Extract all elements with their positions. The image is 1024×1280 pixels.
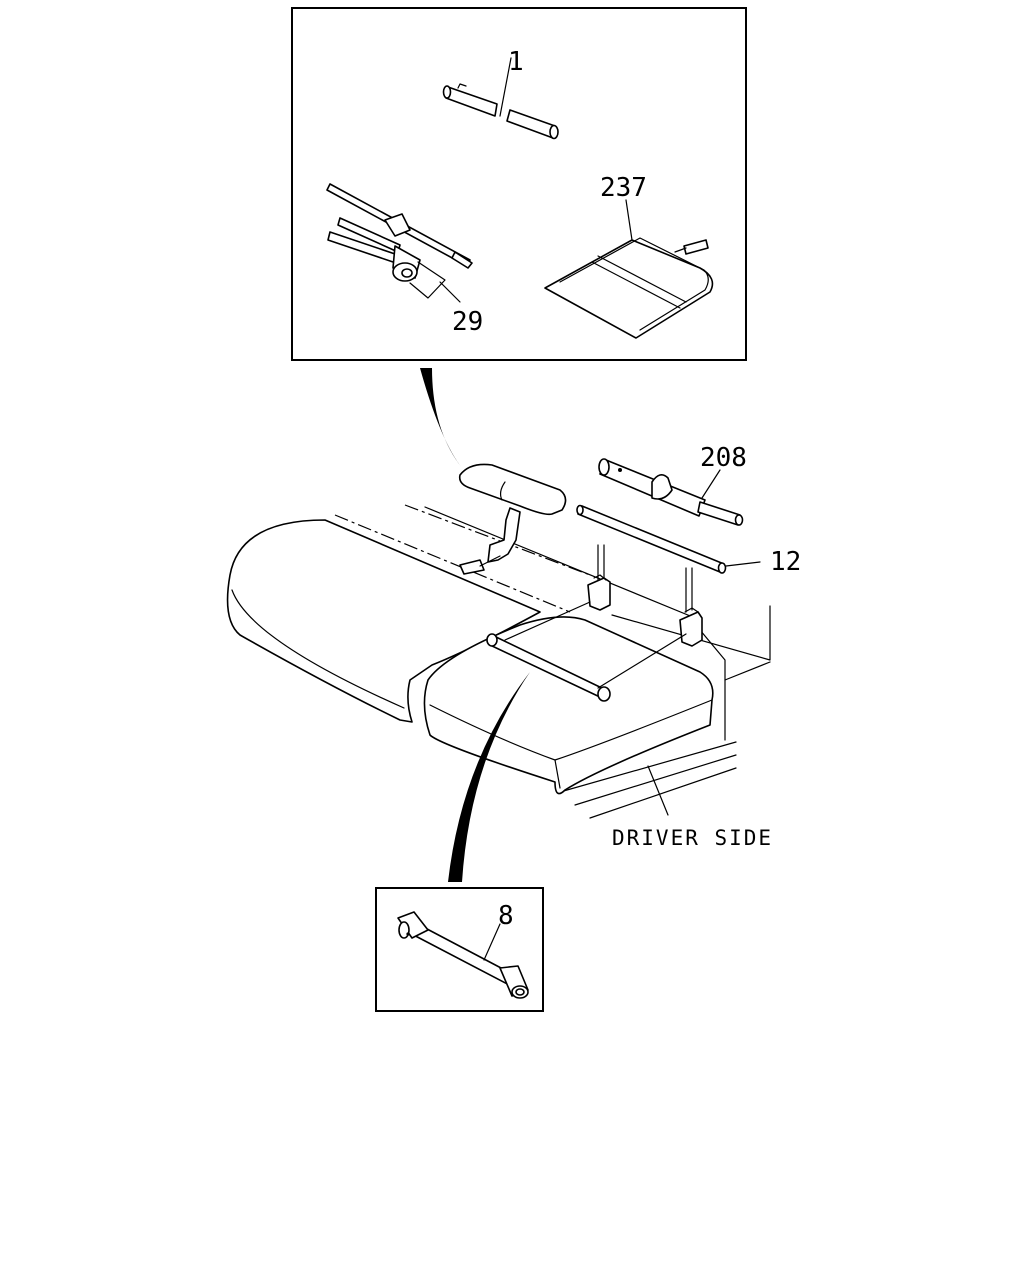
belt-bracket [459, 507, 521, 575]
label-part-12: 12 [770, 547, 801, 577]
part-29-tool-set[interactable] [326, 183, 473, 303]
part-208-stay-rod[interactable] [598, 458, 744, 526]
label-part-237: 237 [600, 173, 647, 203]
top-detail-box: 1 29 237 [291, 7, 747, 361]
headrest[interactable] [458, 463, 567, 516]
callout-arrow-top [420, 368, 462, 468]
bar-on-seat [486, 601, 687, 702]
latch-bracket-left [587, 544, 611, 611]
part-12-bar[interactable] [576, 504, 761, 574]
part-237-tool-bag[interactable] [544, 199, 714, 339]
part-8-wrench[interactable] [397, 911, 529, 999]
driver-side-leader [647, 765, 669, 816]
label-part-208: 208 [700, 443, 747, 473]
latch-bracket-right [679, 567, 703, 647]
bottom-detail-box: 8 [375, 887, 544, 1012]
driver-side-label: DRIVER SIDE [612, 826, 773, 850]
callout-arrow-bottom [448, 672, 530, 882]
seat-assembly: 208 12 DRIVER SIDE [226, 443, 801, 850]
part-1-handle-bar[interactable] [442, 57, 559, 140]
label-part-1: 1 [508, 47, 524, 77]
label-part-8: 8 [498, 901, 514, 931]
label-part-29: 29 [452, 307, 483, 337]
